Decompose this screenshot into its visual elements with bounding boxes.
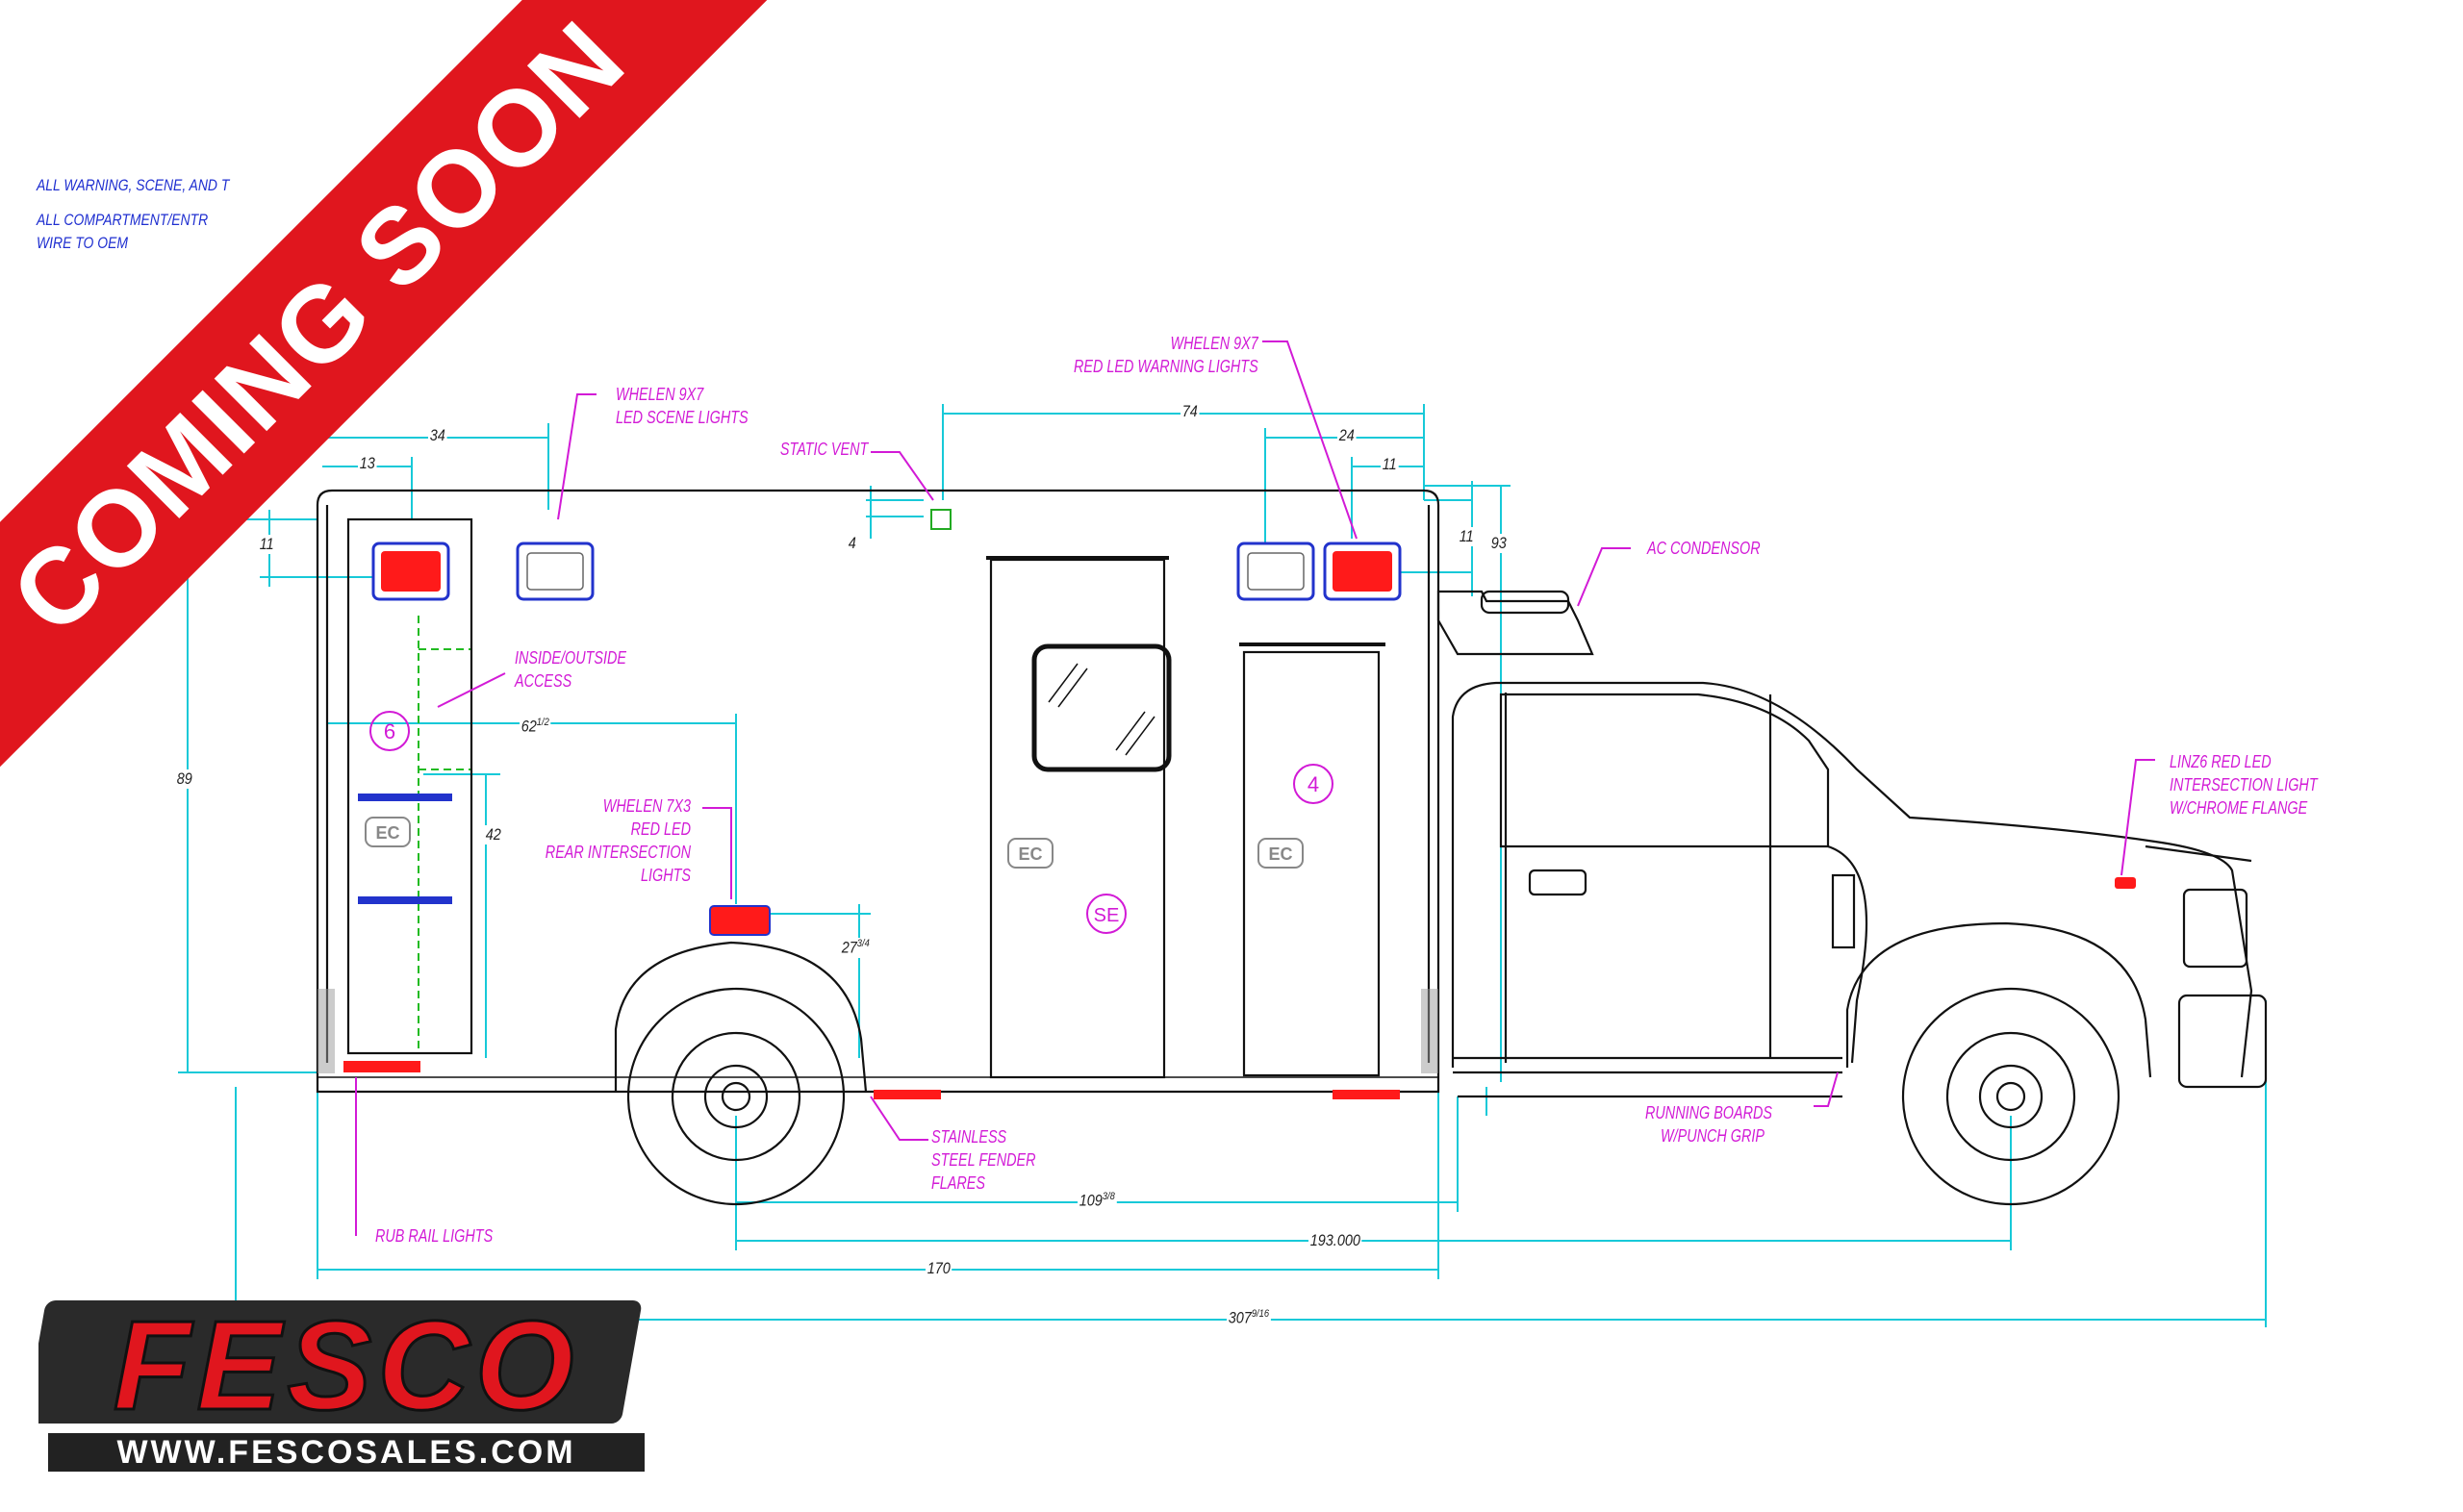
dim-27-fraction: 3/4 <box>856 938 870 949</box>
callout-static-vent: STATIC VENT <box>779 440 868 459</box>
callout-leaders <box>355 340 2155 1236</box>
callout-warning-lights: WHELEN 9X7 RED LED WARNING LIGHTS <box>1074 332 1258 378</box>
dim-193: 193.000 <box>1308 1231 1362 1250</box>
logo-wordmark: FESCO <box>114 1295 580 1436</box>
warning-lights-line-2: RED LED WARNING LIGHTS <box>1074 357 1258 376</box>
ec-marks <box>365 817 1304 869</box>
dim-93: 93 <box>1489 534 1509 553</box>
fesco-logo: FESCO WWW.FESCOSALES.COM <box>38 1294 645 1472</box>
dim-27-whole: 27 <box>841 938 857 957</box>
dim-109: 1093/8 <box>1078 1191 1117 1211</box>
compartment-6-label: 6 <box>384 719 395 743</box>
dim-42: 42 <box>484 825 503 844</box>
running-boards-line-1: RUNNING BOARDS <box>1645 1103 1773 1122</box>
fender-flares-line-3: FLARES <box>931 1173 986 1193</box>
dim-24: 24 <box>1337 426 1357 445</box>
dim-307: 3079/16 <box>1227 1308 1271 1328</box>
linz6-line-3: W/CHROME FLANGE <box>2170 798 2308 818</box>
dim-89: 89 <box>175 769 194 789</box>
dim-170: 170 <box>926 1259 952 1278</box>
fender-flares-line-2: STEEL FENDER <box>931 1150 1036 1170</box>
ec-label-comp4: EC <box>1268 844 1292 864</box>
fender-flares-line-1: STAINLESS <box>931 1127 1007 1147</box>
note-line-1: ALL WARNING, SCENE, AND T <box>37 176 230 194</box>
note-line-2: ALL COMPARTMENT/ENTR <box>37 211 209 229</box>
warning-lights-line-1: WHELEN 9X7 <box>1170 334 1258 353</box>
dim-109-fraction: 3/8 <box>1102 1191 1115 1202</box>
dim-11-right: 11 <box>1458 527 1476 546</box>
dim-13: 13 <box>358 454 377 473</box>
ec-label-door: EC <box>1018 844 1042 864</box>
dim-34: 34 <box>428 426 447 445</box>
logo-url: WWW.FESCOSALES.COM <box>116 1434 575 1471</box>
dim-307-whole: 307 <box>1228 1308 1252 1327</box>
callout-linz6: LINZ6 RED LED INTERSECTION LIGHT W/CHROM… <box>2170 750 2318 819</box>
lights <box>343 509 2136 1099</box>
dim-4: 4 <box>847 534 858 553</box>
ac-condensor <box>1436 590 1594 656</box>
rear-intersection-line-1: WHELEN 7X3 <box>602 796 691 816</box>
truck-cab <box>1451 681 2268 1098</box>
door-window <box>1031 643 1172 772</box>
ec-label-rear: EC <box>375 823 399 843</box>
inside-outside-line-1: INSIDE/OUTSIDE <box>515 648 627 668</box>
dim-62-whole: 62 <box>521 717 537 736</box>
dim-62: 621/2 <box>520 717 551 737</box>
linz6-line-1: LINZ6 RED LED <box>2170 752 2272 771</box>
dim-11-left: 11 <box>258 535 276 554</box>
linz6-line-2: INTERSECTION LIGHT <box>2170 775 2318 794</box>
scene-lights-line-1: WHELEN 9X7 <box>616 385 704 404</box>
side-entry-door <box>989 558 1166 1079</box>
callout-fender-flares: STAINLESS STEEL FENDER FLARES <box>931 1125 1036 1195</box>
rear-intersection-line-2: RED LED <box>630 819 691 839</box>
front-wheel <box>1901 987 2120 1206</box>
compartment-4 <box>1242 650 1381 1077</box>
callout-rub-rail: RUB RAIL LIGHTS <box>375 1226 494 1246</box>
dim-109-whole: 109 <box>1079 1191 1103 1210</box>
dim-74: 74 <box>1181 402 1200 421</box>
compartment-4-label: 4 <box>1308 772 1319 796</box>
dim-62-fraction: 1/2 <box>536 717 549 728</box>
note-line-3: WIRE TO OEM <box>37 234 129 252</box>
running-boards-line-2: W/PUNCH GRIP <box>1661 1126 1765 1146</box>
dim-27: 273/4 <box>840 938 872 958</box>
callout-ac-condensor: AC CONDENSOR <box>1647 539 1761 558</box>
callout-scene-lights: WHELEN 9X7 LED SCENE LIGHTS <box>616 383 749 429</box>
dim-11-top: 11 <box>1381 455 1399 474</box>
inside-outside-line-2: ACCESS <box>515 671 572 691</box>
compartment-markers <box>369 711 1333 934</box>
callout-rear-intersection: WHELEN 7X3 RED LED REAR INTERSECTION LIG… <box>546 794 691 887</box>
rear-intersection-line-4: LIGHTS <box>640 866 691 885</box>
rear-wheel <box>626 987 846 1206</box>
patient-module <box>316 489 1440 1094</box>
callout-inside-outside: INSIDE/OUTSIDE ACCESS <box>515 646 626 693</box>
dim-307-fraction: 9/16 <box>1251 1308 1270 1320</box>
rear-door <box>346 517 473 1055</box>
rear-intersection-line-3: REAR INTERSECTION <box>545 843 691 862</box>
scene-lights-line-2: LED SCENE LIGHTS <box>616 408 749 427</box>
dimension-lines <box>178 404 2267 1327</box>
callout-running-boards: RUNNING BOARDS W/PUNCH GRIP <box>1645 1101 1772 1147</box>
se-label: SE <box>1094 905 1120 926</box>
